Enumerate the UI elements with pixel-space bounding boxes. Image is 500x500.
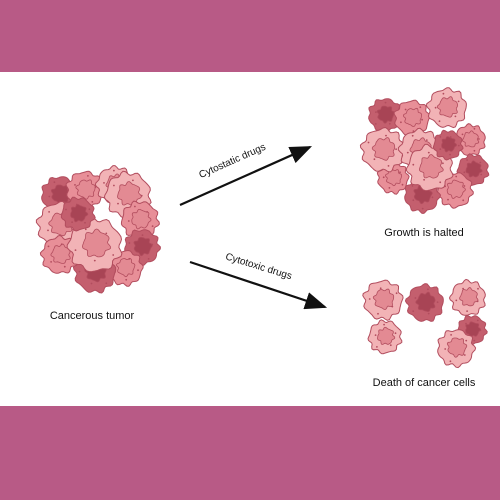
cancer-cell bbox=[376, 161, 410, 195]
halted-label: Growth is halted bbox=[384, 227, 464, 239]
cancer-cell bbox=[66, 216, 123, 273]
cancer-cell bbox=[425, 87, 467, 129]
cancer-cell bbox=[106, 249, 144, 287]
death-label: Death of cancer cells bbox=[372, 377, 476, 389]
cancer-cell bbox=[368, 98, 403, 134]
cancerous-tumor-cluster bbox=[35, 165, 161, 294]
halted-growth-cluster bbox=[359, 87, 490, 214]
cancer-cell bbox=[448, 278, 486, 316]
cancer-cell bbox=[404, 283, 444, 322]
cancer-cell bbox=[60, 196, 96, 232]
cancer-cell bbox=[437, 329, 477, 369]
dead-cells-cluster bbox=[362, 278, 488, 369]
cytotoxic-arrow bbox=[189, 260, 328, 310]
cancer-cell bbox=[433, 129, 464, 161]
cancer-cell bbox=[362, 279, 404, 321]
cytostatic-arrow bbox=[179, 145, 313, 207]
tumor-label: Cancerous tumor bbox=[49, 310, 135, 322]
cancer-cell bbox=[359, 126, 406, 173]
cancer-cell bbox=[393, 99, 431, 137]
cancer-cell bbox=[367, 319, 403, 355]
